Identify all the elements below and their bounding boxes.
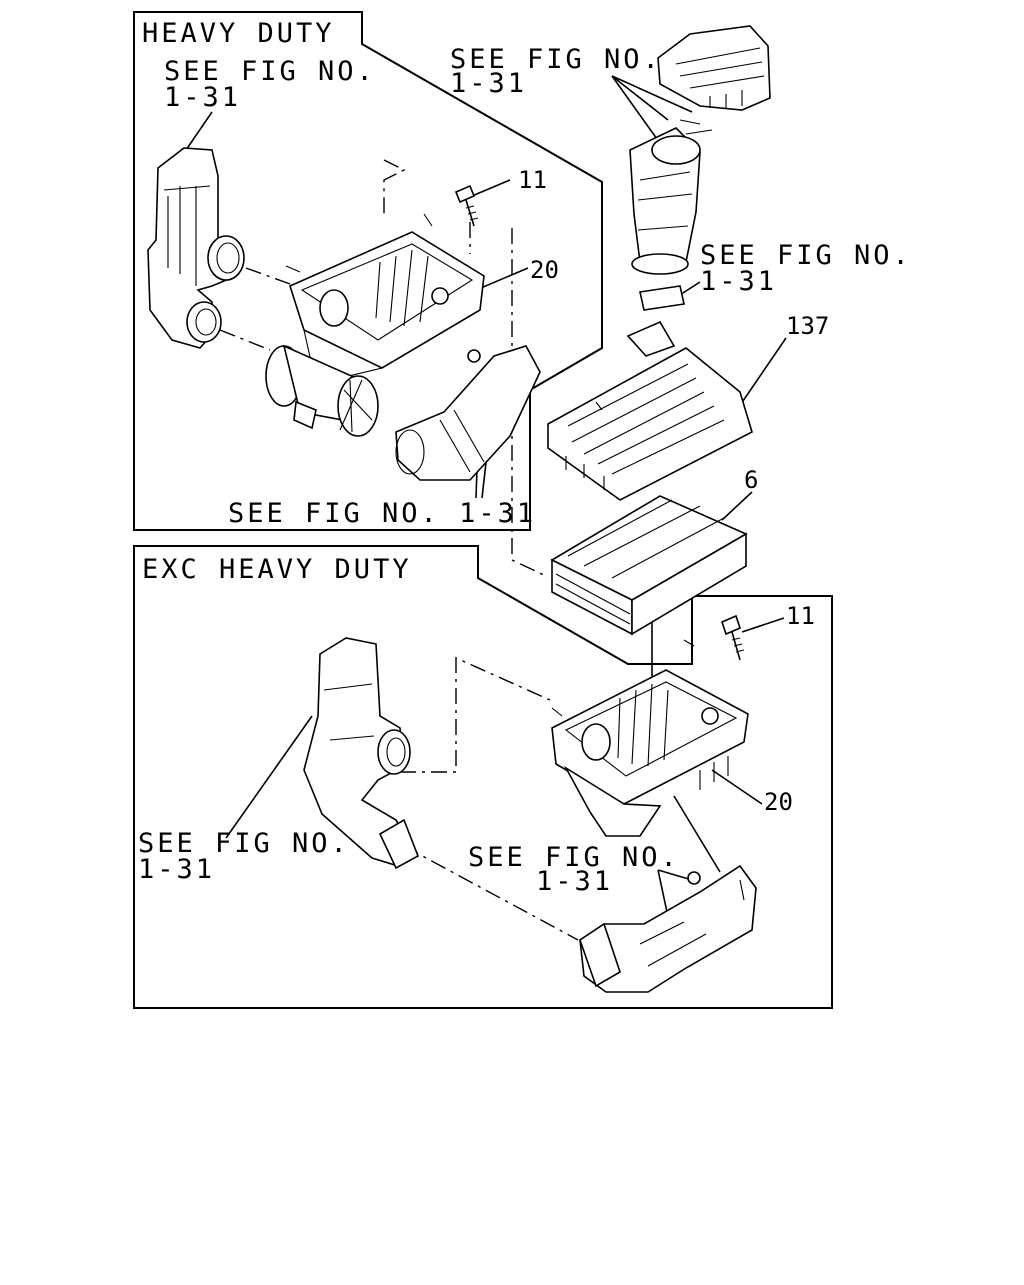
- air-cleaner-cover-137: [547, 347, 753, 501]
- heavy-duty-outlet-duct: [395, 345, 541, 481]
- heavy-duty-inlet-duct: [147, 147, 245, 349]
- heavy-duty-air-cleaner-case: [285, 213, 485, 379]
- callout-11-exc-heavy-duty: 11: [786, 602, 815, 630]
- exc-air-cleaner-case: [551, 639, 749, 837]
- svg-text:SEE FIG NO.: SEE FIG NO.: [468, 842, 680, 873]
- assembly-lines: [219, 159, 579, 941]
- heavy-duty-panel-frame: [133, 11, 603, 531]
- resonator: [657, 25, 771, 111]
- exc-heavy-duty-title: EXC HEAVY DUTY: [142, 554, 412, 585]
- callout-11-heavy-duty: 11: [518, 166, 547, 194]
- svg-text:1-31: 1-31: [700, 266, 777, 297]
- callout-20-heavy-duty: 20: [530, 256, 559, 284]
- svg-text:1-31: 1-31: [138, 854, 215, 885]
- svg-text:1-31: 1-31: [536, 866, 613, 897]
- exc-outlet-duct: [579, 864, 757, 993]
- callout-20-exc-heavy-duty: 20: [764, 788, 793, 816]
- filter-element-6: [550, 495, 748, 636]
- svg-text:SEE FIG NO.: SEE FIG NO.: [164, 56, 376, 87]
- heavy-duty-title: HEAVY DUTY: [142, 18, 335, 49]
- callout-6: 6: [744, 466, 758, 494]
- intake-hose: [626, 119, 713, 357]
- svg-text:1-31: 1-31: [164, 82, 241, 113]
- ref-label-exc-left: SEE FIG NO. 1-31: [138, 828, 350, 885]
- ref-label-hd-upper-left: SEE FIG NO. 1-31: [164, 56, 376, 113]
- exc-bolt-11: [721, 614, 745, 661]
- ref-label-hd-bottom: SEE FIG NO. 1-31: [228, 498, 536, 529]
- heavy-duty-mass-air-flow-sensor: [265, 344, 379, 437]
- exc-heavy-duty-panel-frame: [133, 545, 833, 1009]
- svg-text:1-31: 1-31: [450, 68, 527, 99]
- ref-label-right-mid: SEE FIG NO. 1-31: [700, 240, 912, 297]
- heavy-duty-bolt-11: [454, 184, 479, 227]
- callout-137: 137: [786, 312, 829, 340]
- ref-label-exc-mid: SEE FIG NO. 1-31: [468, 842, 680, 897]
- exc-inlet-duct: [303, 637, 420, 870]
- ref-label-top-center: SEE FIG NO. 1-31: [450, 44, 662, 99]
- svg-text:SEE FIG NO.: SEE FIG NO.: [450, 44, 662, 75]
- svg-text:SEE FIG NO.: SEE FIG NO.: [700, 240, 912, 271]
- svg-text:SEE FIG NO.: SEE FIG NO.: [138, 828, 350, 859]
